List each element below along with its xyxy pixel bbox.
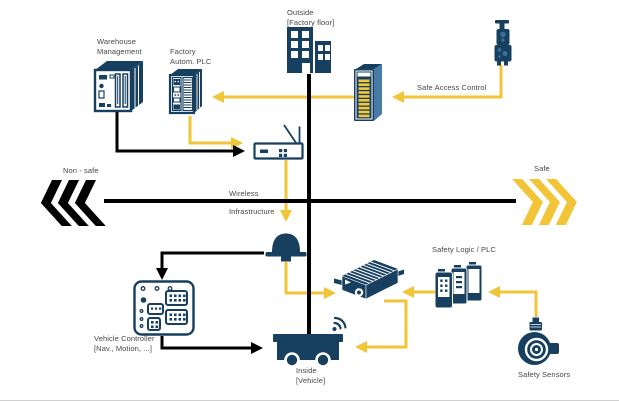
embedded-box-pc-icon [334, 260, 404, 300]
factory-building-icon [287, 27, 331, 73]
nonsafe-connectors [115, 112, 264, 350]
arrow-controller-to-vehicle-line [160, 336, 251, 350]
safe-connectors [188, 65, 538, 349]
warehouse-management-label: Warehouse Management [97, 37, 142, 56]
safe-access-control-label: Safe Access Control [417, 83, 487, 92]
safe-chevrons-icon [512, 179, 577, 225]
arrowhead-left-icon [392, 91, 404, 103]
wifi-signal-icon [332, 316, 347, 331]
safety-door-switch-icon [494, 20, 512, 66]
wifi-router-icon [253, 124, 304, 160]
wireless-infrastructure-label: Wireless Infrastructure [229, 189, 275, 216]
arrowhead-right-icon [251, 342, 263, 354]
inside-label: Inside [Vehicle] [296, 366, 326, 385]
industrial-pc-icon [93, 61, 143, 113]
rotary-encoder-icon [518, 317, 559, 365]
arrow-antenna-to-controller-line [160, 251, 264, 268]
safety-logic-label: Safety Logic / PLC [432, 245, 496, 254]
arrow-sensors-to-safetylogic-line [500, 290, 538, 317]
arrowhead-left-icon [488, 286, 500, 298]
safety-sensors-label: Safety Sensors [518, 370, 571, 379]
nonsafe-arrowheads [156, 145, 263, 354]
arrow-warehouse-to-router-line [115, 112, 233, 153]
non-safe-label: Non - safe [63, 166, 99, 175]
arrowhead-right-icon [324, 287, 336, 299]
arrow-obu-to-vehicle-line [367, 299, 408, 349]
arrowhead-left-icon [212, 91, 224, 103]
non-safe-chevrons-icon [40, 180, 106, 226]
antenna-dome-icon [265, 233, 307, 262]
safe-arrowheads [212, 91, 500, 353]
arrowhead-left-icon [402, 286, 414, 298]
agv-cart-icon [273, 334, 343, 368]
arrowhead-left-icon [355, 341, 367, 353]
arrowhead-down-icon [156, 268, 168, 280]
safety-relay-icon [435, 262, 483, 308]
arrow-access-to-module-line [404, 65, 503, 99]
arrow-factoryplc-to-router-line [188, 116, 231, 145]
factory-plc-label: Factory Autom. PLC [170, 47, 212, 66]
arrowhead-right-icon [233, 145, 245, 157]
zone-divider-lines [104, 74, 516, 334]
arrow-antenna-to-obu-line [284, 262, 324, 295]
arrowhead-down-icon [280, 210, 292, 222]
outside-label: Outside [Factory floor] [287, 8, 335, 27]
plc-icon [168, 69, 202, 115]
controller-board-icon [133, 280, 195, 336]
vehicle-controller-label: Vehicle Controller [Nav., Motion, ...] [94, 334, 155, 353]
led-io-module-icon [354, 64, 382, 121]
safe-label: Safe [534, 164, 550, 173]
